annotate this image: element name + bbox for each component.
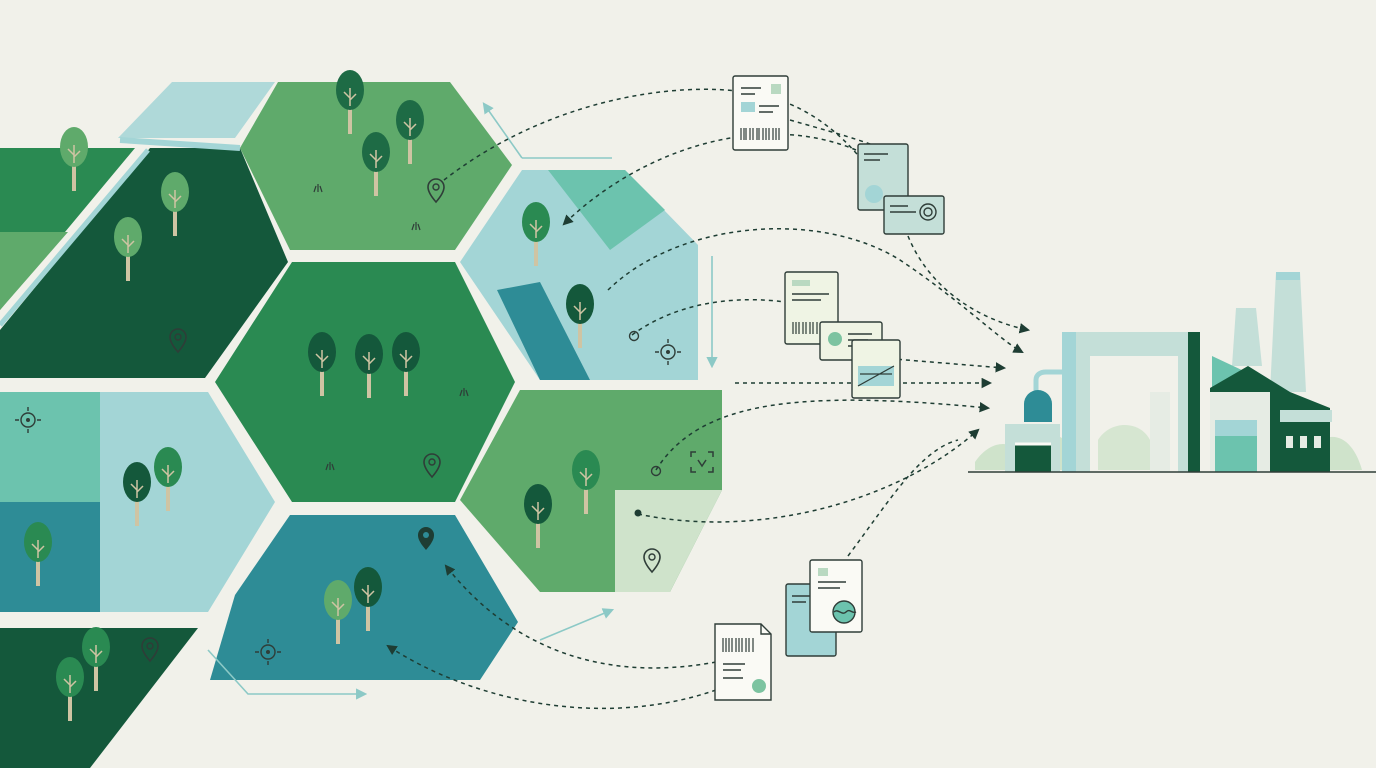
document-stamp [785, 559, 863, 657]
plot-d [215, 262, 515, 502]
stamp-seal-icon [832, 600, 857, 624]
plot-b [0, 137, 288, 378]
document-barcode [732, 75, 789, 151]
scan-frame-icon [690, 451, 714, 473]
document-chart [851, 339, 901, 399]
plot-strip-top [118, 82, 275, 138]
guide-lines [207, 102, 718, 700]
land-plots [0, 82, 722, 768]
grass-tufts [313, 184, 469, 471]
barcode-icon [722, 638, 754, 652]
barcode-icon [740, 128, 780, 140]
flows-to-plots [386, 133, 857, 710]
barcode-icon [792, 322, 818, 334]
document-card [883, 195, 945, 235]
location-markers [14, 178, 714, 666]
plot-j [0, 628, 198, 768]
factory-icon [975, 272, 1362, 472]
plot-f [460, 390, 722, 592]
plot-h [100, 392, 275, 612]
document-barcode [714, 623, 772, 701]
plot-a [0, 148, 135, 310]
document-certificate [857, 143, 909, 211]
documents [714, 75, 945, 701]
flow-nodes [628, 330, 662, 517]
location-pin-icon [418, 527, 434, 550]
stamp-seal-icon [919, 203, 937, 221]
plot-g [0, 392, 100, 612]
plot-e [460, 170, 698, 380]
